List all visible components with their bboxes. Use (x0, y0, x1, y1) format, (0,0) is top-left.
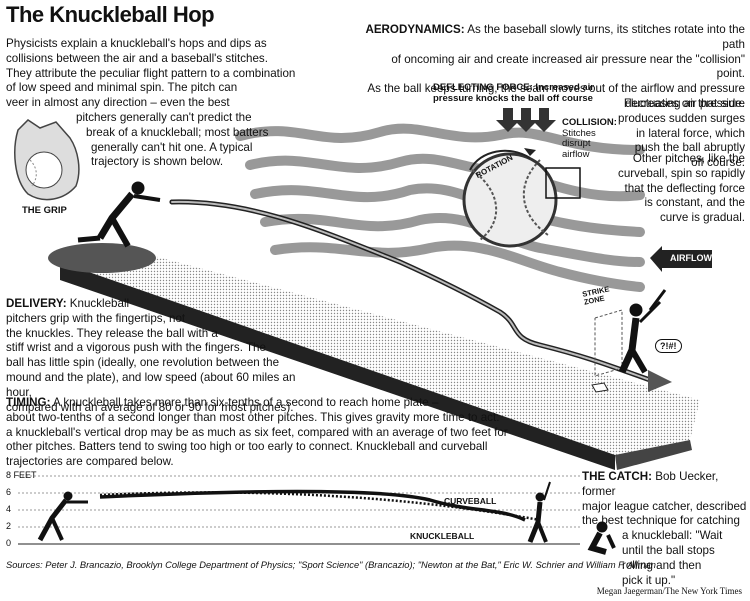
timing-text: TIMING: A knuckleball takes more than si… (6, 396, 566, 470)
aero-line: As the ball keeps turning, the seam move… (367, 82, 745, 96)
aerodynamics-text: AERODYNAMICS: As the baseball slowly tur… (360, 23, 745, 112)
catch-line: until the ball stops (622, 543, 715, 557)
airflow-arrow (650, 246, 712, 272)
delivery-line: the knuckles. They release the ball with… (6, 326, 218, 340)
curveball-label: CURVEBALL (444, 496, 497, 506)
fluct-line: Fluctuating air pressure (623, 97, 745, 110)
catch-heading: THE CATCH: (582, 470, 652, 483)
scale-tick: 4 (6, 504, 12, 514)
intro-line: veer in almost any direction – even the … (6, 96, 230, 110)
collision-box (545, 167, 581, 199)
deflecting-arrows (496, 108, 556, 132)
collision-line: COLLISION: (562, 117, 617, 128)
catch-line: the best technique for catching (582, 514, 740, 528)
scale-tick: 6 (6, 487, 12, 497)
delivery-line: pitchers grip with the fingertips, not (6, 311, 186, 325)
catch-line: pick it up." (622, 573, 676, 587)
aero-line: As the baseball slowly turns, its stitch… (467, 23, 745, 51)
home-plate (591, 382, 609, 393)
fluct-line: in lateral force, which (636, 126, 745, 140)
timing-heading: TIMING: (6, 396, 51, 409)
intro-line: collisions between the air and a basebal… (6, 51, 268, 65)
delivery-line: stiff wrist and a vigorous push with the… (6, 341, 266, 355)
collision-line: Stitches (562, 127, 596, 139)
catch-text: THE CATCH: Bob Uecker, former major leag… (582, 470, 748, 588)
intro-line: Physicists explain a knuckleball's hops … (6, 37, 267, 50)
catch-line: Bob Uecker, former (582, 470, 719, 498)
timing-line: about two-tenths of a second longer than… (6, 410, 500, 424)
deflect-line: pressure knocks the ball off course (433, 93, 593, 104)
knuckleball-label: KNUCKLEBALL (410, 531, 475, 541)
catch-line: major league catcher, described (582, 499, 747, 513)
sources-note: Sources: Peter J. Brancazio, Brooklyn Co… (6, 560, 656, 570)
grip-label: THE GRIP (22, 205, 67, 216)
airflow-label: AIRFLOW (670, 253, 712, 263)
scale-tick: 8 FEET (6, 470, 37, 480)
knuckleball-path (99, 489, 526, 522)
delivery-line: compared with an average of 80 or 90 for… (6, 400, 294, 414)
collision-label: COLLISION: Stitches disrupt airflow (562, 117, 617, 160)
other-line: that the deflecting force (624, 181, 745, 195)
deflecting-force-label: DEFLECTING FORCE: Increased air pressure… (433, 82, 594, 104)
batter-exclaim-bubble: ?!#! (655, 339, 682, 353)
baseball-closeup (462, 148, 581, 248)
delivery-line: ball has little spin (ideally, one revol… (6, 356, 280, 370)
delivery-line: Knuckleball (69, 297, 130, 310)
collision-line: disrupt (562, 138, 591, 149)
timing-line: trajectories are compared below. (6, 455, 174, 469)
intro-line: They attribute the peculiar flight patte… (6, 66, 296, 80)
trajectory-comparison (18, 475, 616, 555)
scale-tick: 0 (6, 538, 12, 548)
collision-line: airflow (562, 148, 590, 160)
fluct-line: off course. (691, 156, 745, 170)
fluct-line: push the ball abruptly (634, 141, 745, 155)
intro-text: Physicists explain a knuckleball's hops … (6, 37, 296, 170)
intro-line: pitchers generally can't predict the (76, 110, 252, 124)
fluctuating-text: Fluctuating air pressure produces sudden… (590, 97, 745, 171)
timing-line: other pitches. Batters tend to swing too… (6, 440, 488, 454)
intro-line: trajectory is shown below. (91, 155, 224, 169)
delivery-line: mound and the plate), and low speed (abo… (6, 370, 296, 399)
batter-figure (618, 289, 667, 374)
delivery-heading: DELIVERY: (6, 297, 67, 310)
other-line: curve is gradual. (659, 211, 745, 225)
other-line: Other pitches, like the (632, 152, 745, 165)
field (48, 243, 700, 470)
pitchers-mound (48, 243, 156, 273)
page-title: The Knuckleball Hop (6, 2, 215, 27)
timing-line: A knuckleball takes more than six-tenths… (53, 396, 439, 409)
aerodynamics-heading: AERODYNAMICS: (365, 23, 465, 36)
aero-line: of oncoming air and create increased air… (391, 52, 745, 81)
credit-line: Megan Jaegerman/The New York Times (596, 586, 742, 596)
fluct-line: produces sudden surges (618, 111, 745, 125)
intro-line: break of a knuckleball; most batters (86, 125, 269, 139)
catch-line: rolling and then (622, 558, 702, 572)
scale-tick: 2 (6, 521, 12, 531)
intro-line: generally can't hit one. A typical (91, 140, 253, 154)
grip-hand-icon (14, 119, 80, 201)
timing-line: a knuckleball's vertical drop may be as … (6, 425, 508, 439)
intro-line: of low speed and minimal spin. The pitch… (6, 81, 238, 95)
pitcher-figure (77, 181, 161, 248)
catch-line: a knuckleball: "Wait (622, 529, 723, 543)
other-pitches-text: Other pitches, like the curveball, spin … (590, 152, 745, 226)
delivery-text: DELIVERY: Knuckleball pitchers grip with… (6, 297, 316, 415)
aero-line: decreases on that side. (625, 96, 745, 110)
deflect-line: DEFLECTING FORCE: Increased air (433, 82, 595, 93)
other-line: is constant, and the (644, 196, 745, 210)
airflow-lines (235, 123, 645, 292)
other-line: curveball, spin so rapidly (618, 166, 745, 180)
